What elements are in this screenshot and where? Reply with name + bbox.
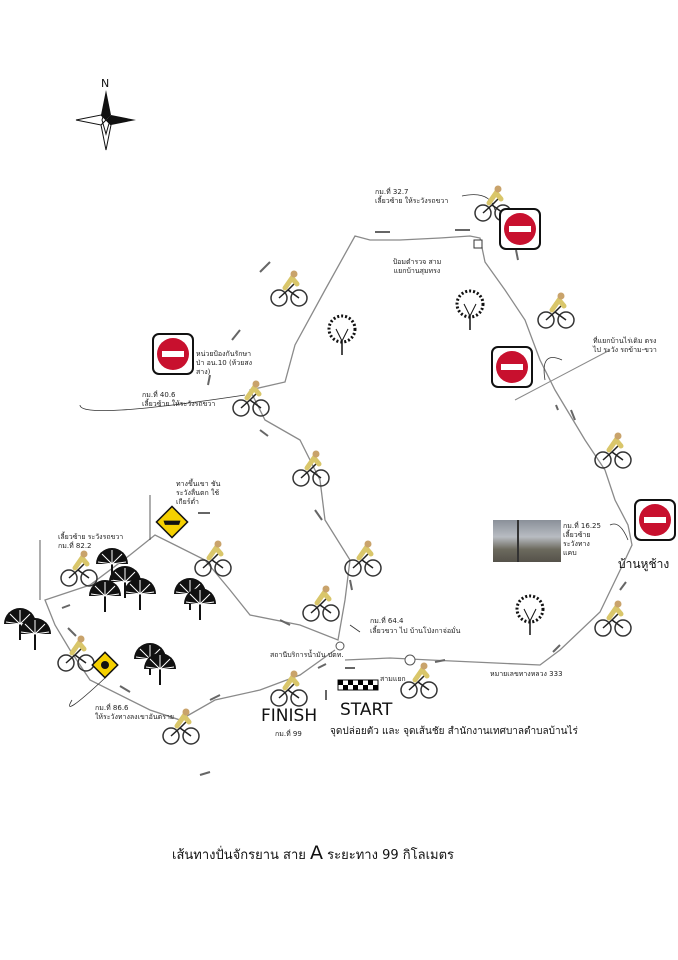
title-prefix: เส้นทางปั่นจักรยาน สาย (172, 848, 306, 863)
tree-icons (3, 289, 545, 686)
roundabout (404, 654, 416, 666)
title-suffix: ระยะทาง 99 กิโลเมตร (327, 848, 455, 863)
start-label: START (340, 700, 393, 720)
map-title: เส้นทางปั่นจักรยาน สาย A ระยะทาง 99 กิโล… (172, 842, 454, 865)
steep-hill-warning-label: ทางขึ้นเขา ชัน ระวังลื่นตก ใช้เกียร์ต่ำ (176, 480, 221, 506)
place-ban-hu-chang: บ้านหูช้าง (618, 557, 670, 571)
checkered-flag-icon (337, 679, 379, 691)
checkpoint-note: ให้ระวังทางลงเขาอันตราย (95, 713, 175, 721)
street-photo (493, 520, 561, 562)
checkpoint-km: กม.ที่ 40.6 (142, 391, 176, 399)
checkpoint-top-label: ป้อมตำรวจ สามแยกบ้านสุมทรง (392, 258, 442, 275)
checkpoint-km: กม.ที่ 86.6 (95, 704, 129, 712)
route-line (44, 235, 633, 721)
title-route-letter: A (310, 842, 324, 864)
finish-km: กม.ที่ 99 (275, 730, 302, 738)
steep-hill-warning-icon (155, 505, 189, 539)
forest-unit-label: หน่วยป้องกันรักษาป่า อน.10 (ห้วยสงสาง) (196, 350, 253, 376)
junction-label: ที่แยกบ้านไร่เดิม ตรงไป ระวัง รถข้าม-ขวา (593, 337, 657, 354)
checkpoint-note: เลี้ยวซ้าย ระวังทางแคบ (563, 531, 591, 557)
checkpoint-km: กม.ที่ 82.2 (58, 542, 92, 550)
checkpoint-note: เลี้ยวซ้าย ให้ระวังรถขวา (375, 197, 449, 205)
checkpoint-box (473, 239, 483, 249)
intersection-label: สามแยก (380, 675, 406, 683)
highway-label: หมายเลขทางหลวง 333 (490, 670, 563, 678)
finish-label: FINISH (261, 706, 318, 726)
callout-lines (39, 194, 629, 707)
checkpoint-note: เลี้ยวซ้าย ให้ระวังรถขวา (142, 400, 216, 408)
checkpoint-km: กม.ที่ 64.4 (370, 617, 404, 625)
start-note: จุดปล่อยตัว และ จุดเส้นชัย สำนักงานเทศบา… (330, 726, 578, 737)
fuel-station-label: สถานีบริการน้ำมัน ปตท. (270, 651, 344, 659)
rough-road-warning-icon (91, 651, 119, 679)
cross-road (514, 349, 611, 401)
direction-arrows (61, 229, 627, 776)
compass-north-label: N (101, 77, 110, 90)
checkpoint-km: กม.ที่ 16.25 (563, 522, 601, 530)
checkpoint-km: กม.ที่ 32.7 (375, 188, 409, 196)
compass-rose-icon (75, 90, 136, 151)
cyclist-icons (58, 186, 631, 745)
checkpoint-note: เลี้ยวขวา ไป บ้านโป่งกาจ่อมั่น (370, 627, 461, 635)
roundabout (335, 641, 345, 651)
checkpoint-note: เลี้ยวซ้าย ระวังรถขวา (58, 533, 124, 541)
